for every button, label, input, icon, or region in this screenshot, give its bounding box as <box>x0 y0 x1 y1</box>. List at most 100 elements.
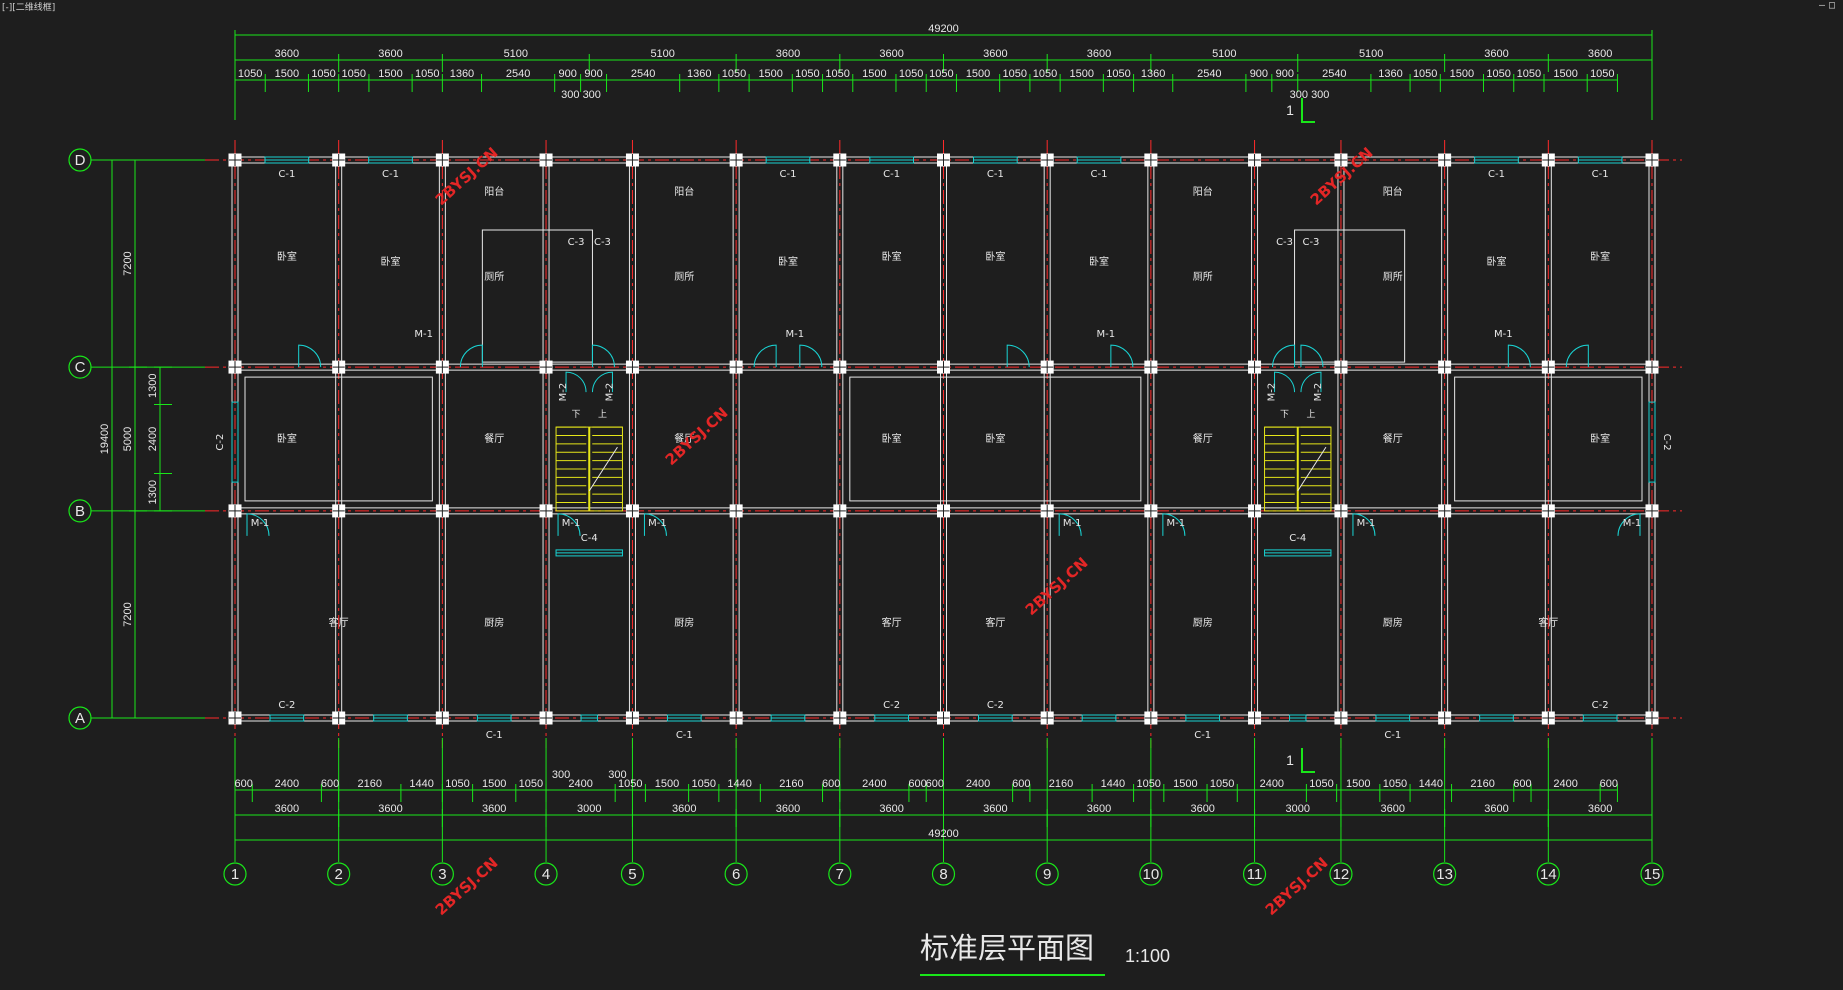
viewport-tab-label[interactable]: [-][二维线框] <box>2 3 56 13</box>
top-details-label: 1050 <box>342 68 366 80</box>
bottom-bays-label: 3600 <box>672 803 696 815</box>
toilet-wall <box>481 229 593 363</box>
top-details-label: 1050 <box>311 68 335 80</box>
room-label-bedroom: 卧室 <box>778 255 798 268</box>
tag-c1: C-1 <box>278 169 295 180</box>
bedroom-inner-wall <box>244 376 433 502</box>
top-details-label: 900 <box>584 68 602 80</box>
top-extra-label: 300 300 <box>561 89 601 101</box>
door-m1 <box>1617 513 1641 536</box>
room-label-dining: 餐厅 <box>674 432 694 445</box>
bottom-details-label: 2400 <box>275 778 299 790</box>
bottom-bays-label: 3000 <box>577 803 601 815</box>
top-details-label: 2540 <box>631 68 655 80</box>
left-details-label: 2400 <box>147 427 159 451</box>
stair-down-label: 下 <box>572 410 581 420</box>
axis-bubble-6 <box>724 862 748 886</box>
tag-c3: C-3 <box>568 237 585 248</box>
bottom-bays-label: 3600 <box>275 803 299 815</box>
section-mark <box>1301 98 1315 123</box>
bottom-bays-label: 3600 <box>378 803 402 815</box>
bottom-bays-label: 3600 <box>879 803 903 815</box>
top-bays-label: 3600 <box>1087 48 1111 60</box>
tag-c1: C-1 <box>676 730 693 741</box>
axis-letter-C: C <box>75 359 86 376</box>
top-details-label: 1500 <box>1450 68 1474 80</box>
axis-number-4: 4 <box>542 866 550 883</box>
tag-c1: C-1 <box>486 730 503 741</box>
bottom-details-label: 600 <box>926 778 944 790</box>
bottom-details-label: 1500 <box>1346 778 1370 790</box>
watermark-text: 2BYSJ.CN <box>1307 144 1377 209</box>
room-label-living: 客厅 <box>882 616 902 629</box>
top-details-label: 1050 <box>1106 68 1130 80</box>
bottom-bays-label: 3600 <box>1381 803 1405 815</box>
drawing-title: 标准层平面图 <box>920 931 1094 965</box>
room-label-toilet: 厕所 <box>1193 271 1213 283</box>
bottom-details-label: 2160 <box>779 778 803 790</box>
top-details-label: 1050 <box>415 68 439 80</box>
bottom-bays-label: 3000 <box>1286 803 1310 815</box>
top-details-label: 1050 <box>1413 68 1437 80</box>
bottom-bays-label: 3600 <box>1190 803 1214 815</box>
door-m1 <box>1272 344 1296 368</box>
bedroom-inner-wall <box>849 376 1142 502</box>
tag-c1: C-1 <box>1194 730 1211 741</box>
bottom-bays-label: 3600 <box>776 803 800 815</box>
room-label-bedroom: 卧室 <box>985 432 1005 445</box>
top-details-label: 1500 <box>862 68 886 80</box>
window-c2-left <box>231 401 239 483</box>
axis-bubble-9 <box>1035 862 1059 886</box>
watermark-text: 2BYSJ.CN <box>1262 854 1332 919</box>
top-details-label: 1500 <box>758 68 782 80</box>
axis-number-1: 1 <box>231 866 239 883</box>
room-label-toilet: 厕所 <box>484 271 504 283</box>
bottom-details-label: 1500 <box>482 778 506 790</box>
axis-bubble-3 <box>430 862 454 886</box>
tag-c4: C-4 <box>581 533 598 544</box>
axis-number-15: 15 <box>1644 866 1661 883</box>
watermark-text: 2BYSJ.CN <box>662 404 732 469</box>
door-m1 <box>298 344 322 368</box>
bottom-extra-label: 300 <box>552 769 570 781</box>
bottom-details-label: 1440 <box>1101 778 1125 790</box>
top-details-label: 1050 <box>722 68 746 80</box>
axis-bubble-D <box>68 148 92 172</box>
tag-c1: C-1 <box>779 169 796 180</box>
door-m1 <box>1352 513 1376 536</box>
tag-c1: C-1 <box>1091 169 1108 180</box>
bottom-details-label: 2160 <box>358 778 382 790</box>
maximize-icon[interactable]: □ <box>1828 0 1839 11</box>
left-bays-label: 7200 <box>122 602 134 626</box>
axis-bubble-11 <box>1242 862 1267 886</box>
tag-m2: M-2 <box>558 383 569 402</box>
room-label-kitchen: 厨房 <box>484 616 504 629</box>
axis-letter-D: D <box>75 152 86 169</box>
room-label-bedroom: 卧室 <box>882 250 902 263</box>
bottom-details-label: 1440 <box>1419 778 1443 790</box>
tag-c3: C-3 <box>1302 237 1319 248</box>
bottom-bays-label: 3600 <box>1087 803 1111 815</box>
bottom-details-label: 2400 <box>862 778 886 790</box>
axis-number-9: 9 <box>1043 866 1051 883</box>
tag-c1: C-1 <box>1488 169 1505 180</box>
top-details-label: 1050 <box>899 68 923 80</box>
tag-c4: C-4 <box>1289 533 1306 544</box>
stair-down-label: 下 <box>1280 410 1289 420</box>
window-controls: –□ <box>1819 0 1839 11</box>
top-details-label: 1500 <box>1553 68 1577 80</box>
section-mark <box>1301 748 1315 773</box>
door-m1 <box>1162 513 1186 536</box>
axis-number-5: 5 <box>628 866 636 883</box>
tag-m1: M-1 <box>786 329 805 340</box>
door-m1 <box>557 513 581 536</box>
door-m2 <box>1274 371 1296 393</box>
tag-c1: C-1 <box>1592 169 1609 180</box>
top-details-label: 1050 <box>1590 68 1614 80</box>
minimize-icon[interactable]: – <box>1818 0 1829 11</box>
axis-number-3: 3 <box>438 866 446 883</box>
room-label-bedroom: 卧室 <box>381 255 401 268</box>
bottom-details-label: 1440 <box>409 778 433 790</box>
door-m1 <box>1300 344 1324 368</box>
top-bays-label: 3600 <box>275 48 299 60</box>
